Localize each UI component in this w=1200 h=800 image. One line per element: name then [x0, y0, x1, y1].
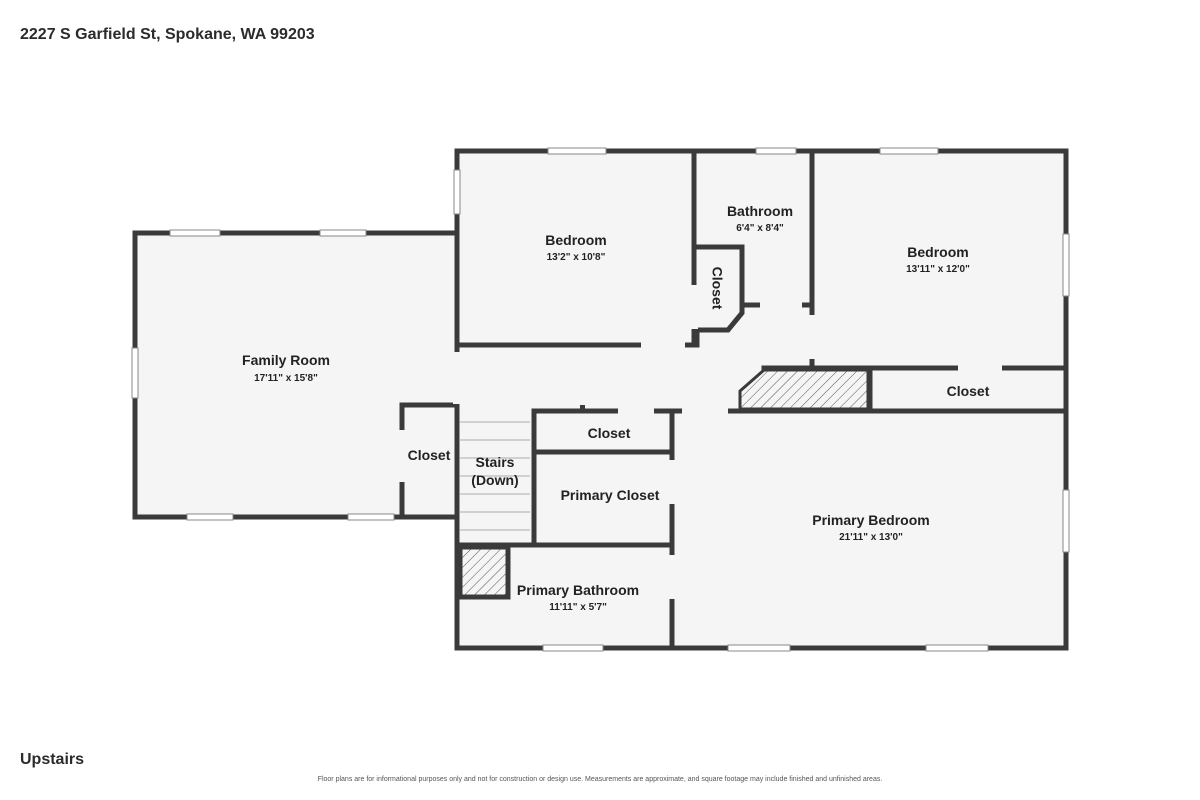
primary-bathroom-name: Primary Bathroom — [517, 582, 639, 598]
closet-bath-name: Closet — [709, 267, 725, 310]
primary-bathroom-dims: 11'11" x 5'7" — [549, 602, 607, 613]
primary-bedroom-dims: 21'11" x 13'0" — [839, 532, 903, 543]
bedroom-2-name: Bedroom — [907, 244, 968, 260]
bathroom-name: Bathroom — [727, 203, 793, 219]
primary-closet-name: Primary Closet — [561, 487, 660, 503]
floor-label: Upstairs — [20, 751, 85, 768]
hatched-area-hall — [738, 368, 870, 411]
bedroom-2-dims: 13'11" x 12'0" — [906, 264, 970, 275]
primary-bedroom-name: Primary Bedroom — [812, 512, 929, 528]
closet-hall-name: Closet — [588, 425, 631, 441]
room-labels: Family Room 17'11" x 15'8" Bedroom 13'2"… — [242, 203, 990, 613]
bedroom-1-dims: 13'2" x 10'8" — [547, 252, 606, 263]
door-openings — [398, 285, 1002, 599]
closet-family-name: Closet — [408, 447, 451, 463]
bathroom-dims: 6'4" x 8'4" — [736, 223, 784, 234]
family-room-name: Family Room — [242, 352, 330, 368]
bedroom-1-name: Bedroom — [545, 232, 606, 248]
stairs-name: Stairs — [476, 454, 515, 470]
floor-areas — [135, 151, 1066, 648]
property-address: 2227 S Garfield St, Spokane, WA 99203 — [20, 26, 315, 43]
wall-stub — [580, 405, 585, 411]
stairs-direction: (Down) — [471, 472, 518, 488]
disclaimer-text: Floor plans are for informational purpos… — [317, 776, 883, 783]
closet-bedroom2-name: Closet — [947, 383, 990, 399]
windows — [131, 147, 1070, 652]
family-room-dims: 17'11" x 15'8" — [254, 373, 318, 384]
stair-treads — [460, 421, 530, 531]
hatched-area-bath — [457, 544, 511, 600]
